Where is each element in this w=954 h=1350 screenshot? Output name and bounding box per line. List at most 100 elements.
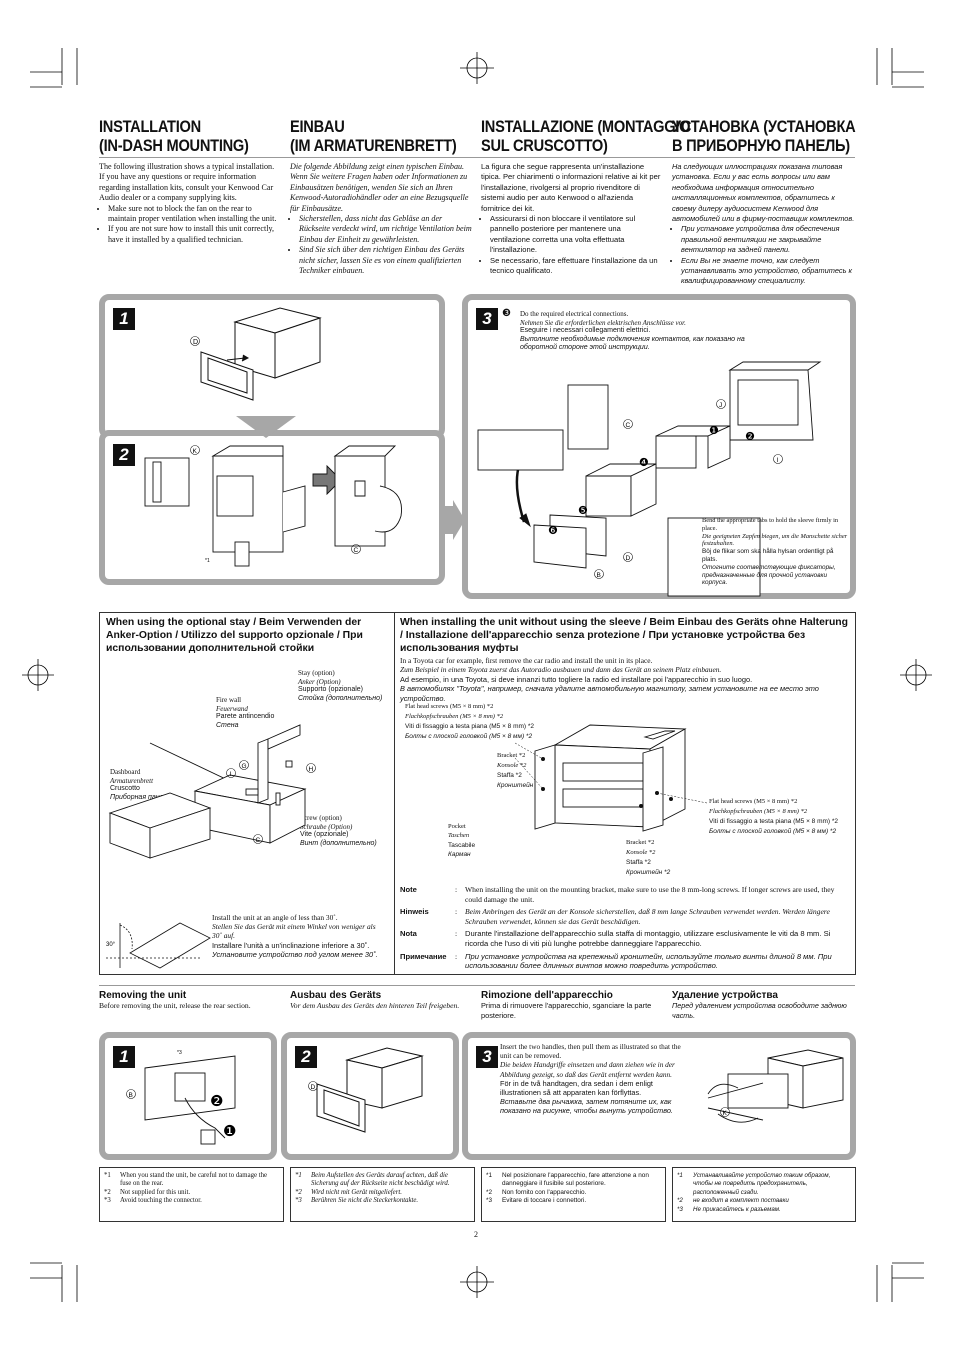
- circled-5-icon: ❺: [578, 504, 588, 517]
- note-row: Примечание : При установке устройства на…: [400, 952, 852, 974]
- bracket-bottom-ru: Кронштейн *2: [626, 869, 671, 876]
- note-text: Beim Anbringen des Gerät an der Konsole …: [465, 907, 830, 926]
- note-text: When installing the unit on the mounting…: [465, 885, 835, 904]
- footnote-text: Not supplied for this unit.: [120, 1188, 191, 1196]
- label-h: H: [309, 766, 314, 773]
- footnote-mark: *3: [677, 1205, 683, 1213]
- footnote-mark: *2: [486, 1188, 493, 1196]
- heading-en: INSTALLATION (IN-DASH MOUNTING): [99, 117, 273, 155]
- heading-it: INSTALLAZIONE (MONTAGGIO SUL CRUSCOTTO): [481, 117, 724, 155]
- label-i: I: [230, 771, 232, 778]
- step-3-caption: ❸ Do the required electrical connections…: [502, 309, 750, 353]
- stay-illustration: G I H C 30°: [106, 724, 316, 969]
- caption-de: Nehmen Sie die erforderlichen elektrisch…: [520, 318, 686, 327]
- footnote-mark: *3: [486, 1197, 493, 1205]
- tabs-caption-sv: Böj de flikar som ska hålla hylsan orden…: [702, 548, 834, 563]
- intro-ru-bullet: Если Вы не знаете точно, как следует уст…: [681, 256, 856, 287]
- footnote-text: Berühren Sie nicht die Steckerkontakte.: [311, 1197, 419, 1205]
- intro-de-bullet: Sicherstellen, dass nicht das Gebläse an…: [299, 214, 472, 245]
- angle-text: Install the unit at an angle of less tha…: [212, 913, 384, 959]
- handles-text-sv: För in de två handtagen, dra sedan i dem…: [500, 1078, 653, 1098]
- handles-illustration: K: [707, 1049, 844, 1123]
- mounting-illustration: K C *1: [144, 445, 402, 567]
- nosleeve-intro: In a Toyota car for example, first remov…: [400, 656, 852, 703]
- intro-de-bullet: Sind Sie sich über den richtigen Einbau …: [299, 245, 472, 276]
- pocket-en: Pocket: [448, 823, 466, 830]
- caption-en: Do the required electrical connections.: [520, 310, 629, 318]
- heading-de-line1: EINBAU: [290, 117, 345, 136]
- label-k: K: [723, 1110, 728, 1117]
- footnote-mark: *1: [486, 1172, 493, 1179]
- circled-3-icon: ❸: [502, 308, 511, 319]
- stay-label: Stay (option) Anker (Option) Supporto (o…: [298, 669, 398, 703]
- stay-label-en: Stay (option): [298, 669, 335, 677]
- tabs-caption-ru: Отогните соответствующие фиксаторы, пред…: [702, 563, 836, 587]
- footnote-mark: *2: [104, 1188, 111, 1196]
- footnote-text: Evitare di toccare i connettori.: [502, 1197, 587, 1205]
- footnote-mark: *2: [677, 1197, 683, 1205]
- footnote-mark: *1: [295, 1172, 302, 1179]
- footnote-mark: *1: [104, 1172, 111, 1179]
- dashboard-label: Dashboard Armaturenbrett Cruscotto Прибо…: [110, 768, 190, 802]
- screw-label-de: Schraube (Option): [300, 822, 353, 831]
- intro-it-bullet: Se necessario, fare effettuare l'install…: [490, 256, 663, 277]
- step-3-panel: 3 ❸ Do the required electrical connectio…: [462, 294, 856, 599]
- label-c: C: [626, 422, 631, 429]
- step-badge: 3: [476, 1046, 498, 1068]
- circled-1-icon: ❶: [223, 1122, 236, 1140]
- removing-title-ru: Удаление устройства: [672, 990, 778, 1001]
- note-label: Hinweis: [400, 907, 429, 917]
- stay-label-ru: Стойка (дополнительно): [298, 694, 383, 702]
- intro-it: La figura che segue rappresenta un'insta…: [481, 162, 663, 276]
- footnote-mark: *1: [677, 1172, 683, 1179]
- footnote-text: Avoid touching the connector.: [120, 1197, 202, 1205]
- bracket-bottom-en: Bracket *2: [626, 839, 655, 846]
- stay-heading: When using the optional stay / Beim Verw…: [106, 617, 363, 654]
- footnote-text: Nel posizionare l'apparecchio, fare atte…: [502, 1172, 649, 1188]
- screws-left-de: Flachkopfschrauben (M5 × 8 mm) *2: [405, 713, 504, 720]
- footnotes-it: *1 Nel posizionare l'apparecchio, fare at…: [481, 1167, 666, 1222]
- heading-ru-line1: УСТАНОВКА (УСТАНОВКА: [672, 117, 856, 136]
- angle-text-de: Stellen Sie das Gerät mit einem Winkel v…: [212, 922, 376, 941]
- angle-text-ru: Установите устройство под углом менее 30…: [212, 949, 378, 959]
- footnote-ref: *1: [205, 558, 210, 564]
- sleeve-illustration: D: [190, 307, 322, 401]
- nosleeve-intro-it: Ad esempio, in una Toyota, si deve innan…: [400, 674, 753, 684]
- tabs-caption: Bend the appropriate tabs to hold the sl…: [702, 517, 848, 587]
- handles-text-de: Die beiden Handgriffe einsetzen und dann…: [500, 1060, 675, 1079]
- firewall-label-it: Parete antincendio: [216, 713, 275, 721]
- footnote-text: When you stand the unit, be careful not …: [120, 1172, 268, 1188]
- circled-6-icon: ❻: [548, 524, 558, 537]
- removing-text-de: Vor dem Ausbau des Geräts den hinteren T…: [290, 1001, 460, 1010]
- arrow-down-icon: [236, 416, 296, 438]
- nosleeve-intro-de: Zum Beispiel in einem Toyota zuerst das …: [400, 665, 722, 675]
- step-2-panel: 2 K C *1: [99, 430, 445, 585]
- note-label: Nota: [400, 929, 417, 939]
- arrow-right-icon: [443, 500, 465, 540]
- footnote-text: не входит в комплект поставки: [693, 1197, 789, 1205]
- note-label: Note: [400, 885, 417, 894]
- screw-label: Screw (option) Schraube (Option) Vite (o…: [300, 814, 390, 848]
- label-c: C: [354, 547, 359, 554]
- handles-text: Insert the two handles, then pull them a…: [500, 1042, 690, 1116]
- removing-text-ru: Перед удалением устройства освободите за…: [672, 1001, 847, 1020]
- step-badge: 1: [113, 308, 135, 330]
- stay-label-de: Anker (Option): [298, 677, 341, 686]
- footnote-mark: *3: [104, 1197, 111, 1205]
- remove-step-1-panel: 1 B ❷ ❶ *3: [99, 1032, 277, 1160]
- note-row: Nota : Durante l'installazione dell'appa…: [400, 929, 852, 951]
- removing-title-de: Ausbau des Geräts: [290, 990, 382, 1001]
- handles-text-ru: Вставьте два рычажка, затем потяните их,…: [500, 1097, 673, 1116]
- pocket-label: Pocket Taschen Tascabile Карман: [448, 822, 508, 860]
- footnote-text: Non fornito con l'apparecchio.: [502, 1188, 587, 1196]
- bracket-top-en: Bracket *2: [497, 752, 526, 759]
- bracket-bottom-de: Konsole *2: [626, 849, 656, 856]
- angle-text-en: Install the unit at an angle of less tha…: [212, 913, 338, 922]
- heading-it-line1: INSTALLAZIONE (MONTAGGIO: [481, 117, 691, 136]
- handles-text-en: Insert the two handles, then pull them a…: [500, 1042, 681, 1061]
- release-illustration: B ❷ ❶ *3: [126, 1050, 236, 1145]
- tabs-caption-de: Die geeigneten Zapfen biegen, um die Man…: [702, 532, 848, 548]
- removing-ru: Удаление устройства Перед удалением устр…: [672, 990, 856, 1020]
